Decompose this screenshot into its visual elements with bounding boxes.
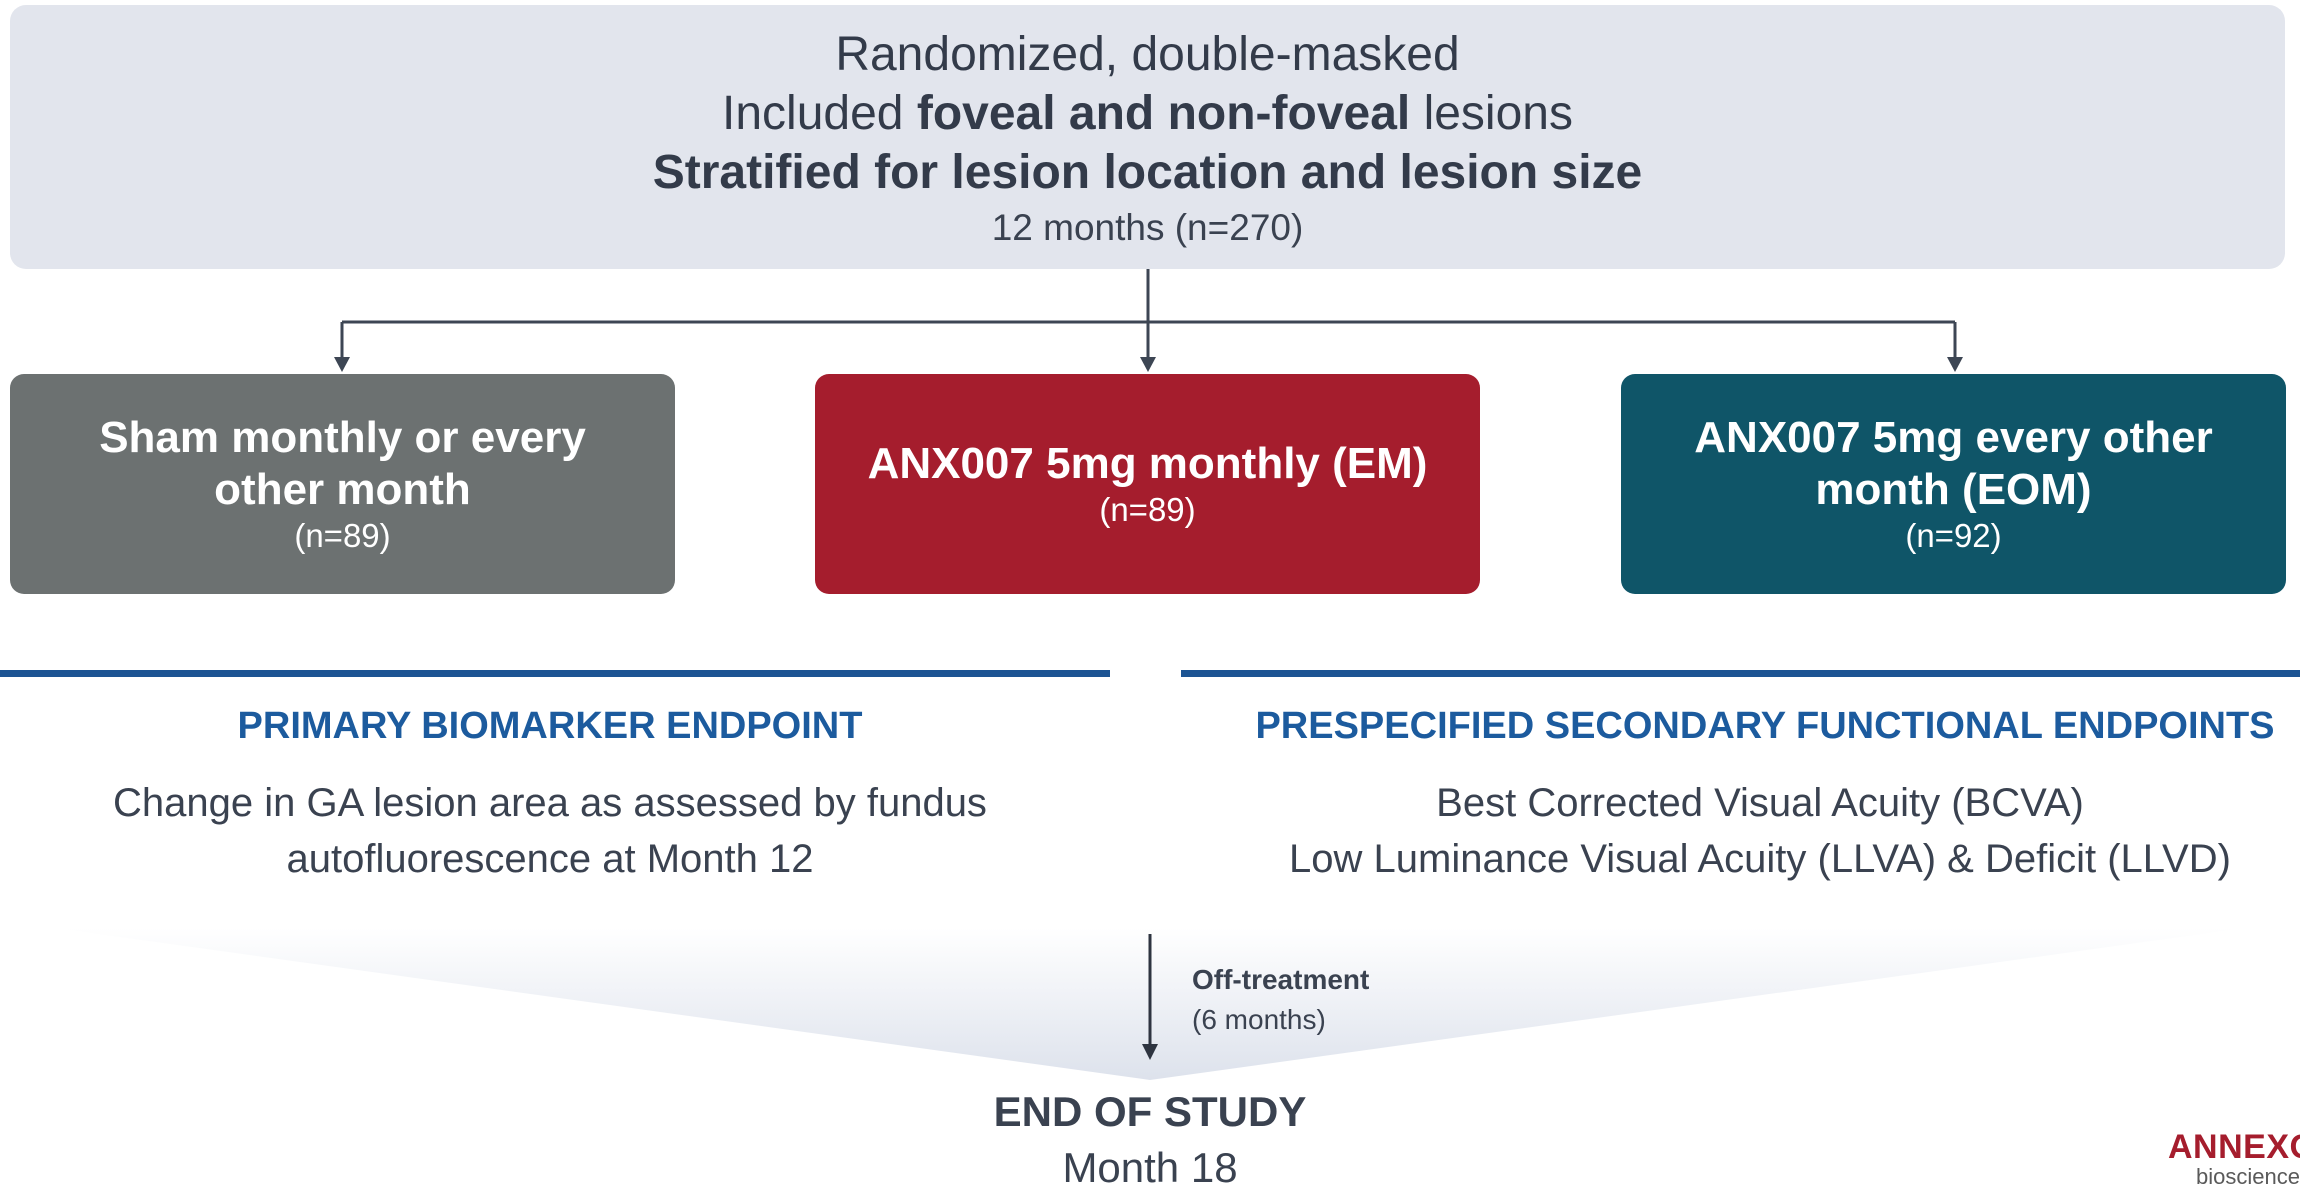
end-of-study-month: Month 18	[1062, 1144, 1238, 1191]
arrowhead-sham	[334, 357, 350, 372]
off-treatment-label: Off-treatment (6 months)	[1192, 960, 1369, 1040]
arm-em-title: ANX007 5mg monthly (EM)	[867, 439, 1428, 488]
off-treatment-arrowhead	[1142, 1044, 1158, 1060]
logo-subtitle: biosciences	[2196, 1164, 2300, 1189]
design-line-2-prefix: Included	[722, 87, 917, 140]
off-treatment-duration: (6 months)	[1192, 1004, 1326, 1035]
arm-em-box: ANX007 5mg monthly (EM) (n=89)	[815, 374, 1480, 594]
study-design-box: Randomized, double-masked Included fovea…	[10, 5, 2285, 269]
secondary-endpoint-text: Best Corrected Visual Acuity (BCVA) Low …	[1230, 775, 2290, 887]
design-line-3: Stratified for lesion location and lesio…	[10, 143, 2285, 202]
primary-endpoint-text: Change in GA lesion area as assessed by …	[20, 775, 1080, 887]
arm-em-n: (n=89)	[1099, 491, 1196, 528]
arm-eom-title: ANX007 5mg every other month (EOM)	[1694, 413, 2213, 514]
arrowhead-eom	[1947, 357, 1963, 372]
design-line-2-suffix: lesions	[1410, 87, 1573, 140]
secondary-endpoint-line-2: Low Luminance Visual Acuity (LLVA) & Def…	[1289, 837, 2231, 881]
funnel-background	[55, 928, 2245, 1080]
design-duration: 12 months (n=270)	[991, 207, 1304, 248]
secondary-endpoint-heading: PRESPECIFIED SECONDARY FUNCTIONAL ENDPOI…	[1255, 705, 2275, 747]
design-line-3-text: Stratified for lesion location and lesio…	[652, 146, 1643, 199]
design-line-2: Included foveal and non-foveal lesions	[10, 84, 2285, 143]
primary-endpoint-line-2: autofluorescence at Month 12	[286, 837, 814, 881]
arm-sham-box: Sham monthly or every other month (n=89)	[10, 374, 675, 594]
arm-eom-box: ANX007 5mg every other month (EOM) (n=92…	[1621, 374, 2286, 594]
arm-eom-n: (n=92)	[1905, 517, 2002, 554]
primary-endpoint-line-1: Change in GA lesion area as assessed by …	[113, 781, 987, 825]
arm-sham-title: Sham monthly or every other month	[99, 413, 586, 514]
primary-endpoint-heading: PRIMARY BIOMARKER ENDPOINT	[237, 705, 863, 747]
company-logo: ANNEXON biosciences	[2168, 1128, 2300, 1189]
arrowhead-em	[1140, 357, 1156, 372]
design-line-1: Randomized, double-masked	[835, 28, 1460, 81]
secondary-divider	[1181, 670, 2300, 677]
primary-divider	[0, 670, 1110, 677]
end-of-study-title: END OF STUDY	[993, 1088, 1307, 1135]
design-line-2-bold: foveal and non-foveal	[916, 87, 1411, 140]
secondary-endpoint-line-1: Best Corrected Visual Acuity (BCVA)	[1436, 781, 2084, 825]
randomization-connectors	[334, 269, 1963, 372]
logo-word: ANNEXON	[2168, 1128, 2300, 1166]
arm-sham-n: (n=89)	[294, 517, 391, 554]
off-treatment-title: Off-treatment	[1192, 964, 1370, 995]
